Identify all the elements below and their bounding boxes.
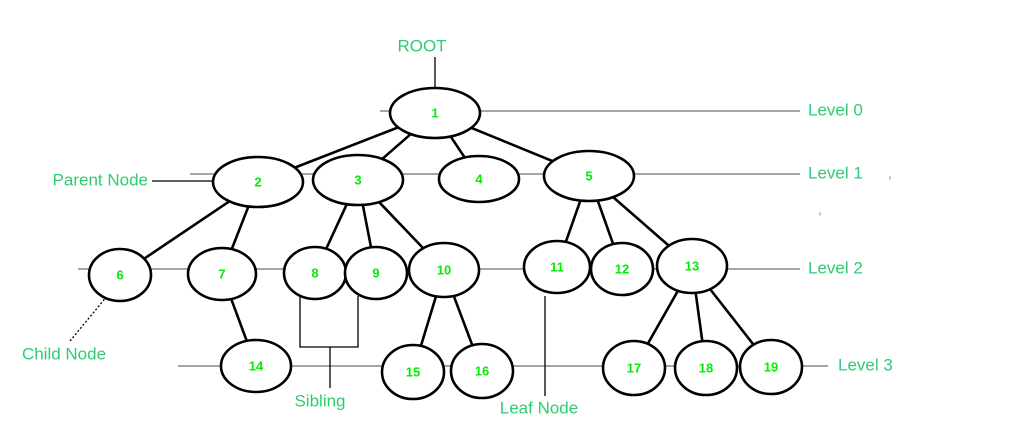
node-ellipse-13	[655, 237, 729, 295]
node-ellipse-10	[407, 241, 481, 299]
node-label-10: 10	[437, 262, 451, 277]
node-label-11: 11	[550, 259, 564, 274]
level-label-level2: Level 2	[808, 258, 863, 277]
tree-edge-n1-n2	[294, 126, 399, 169]
node-label-14: 14	[249, 358, 264, 373]
node-label-13: 13	[685, 258, 699, 273]
tree-edge-n3-n9	[361, 204, 373, 248]
tree-edge-n1-n3	[381, 133, 412, 160]
tree-node-10[interactable]: 10	[407, 241, 481, 299]
node-ellipse-17	[601, 339, 667, 397]
tree-node-18[interactable]: 18	[673, 339, 739, 397]
tree-edge-n3-n8	[325, 203, 348, 250]
tree-node-11[interactable]: 11	[522, 239, 592, 295]
leader-line-child-node	[69, 294, 109, 342]
level-label-level0: Level 0	[808, 100, 863, 119]
node-label-16: 16	[475, 363, 489, 378]
tree-node-4[interactable]: 4	[437, 154, 521, 204]
node-label-6: 6	[116, 267, 123, 282]
tree-edge-group	[143, 126, 755, 347]
tree-edge-n1-n5	[470, 126, 554, 163]
tree-edge-n5-n11	[564, 200, 582, 243]
node-ellipse-19	[738, 338, 804, 396]
tree-edge-n13-n19	[709, 288, 755, 346]
tree-node-19[interactable]: 19	[738, 338, 804, 396]
node-ellipse-2	[211, 155, 305, 209]
tree-node-2[interactable]: 2	[211, 155, 305, 209]
tree-edge-n10-n15	[419, 295, 438, 347]
node-ellipse-7	[186, 246, 258, 302]
tree-edge-n10-n16	[452, 295, 474, 346]
level-label-group: Level 0 Level 1 Level 2 Level 3	[808, 100, 893, 374]
node-ellipse-3	[311, 153, 405, 207]
tree-node-3[interactable]: 3	[311, 153, 405, 207]
tree-edge-n13-n17	[646, 290, 680, 345]
tree-node-6[interactable]: 6	[87, 247, 153, 303]
tree-edge-n5-n13	[612, 196, 670, 247]
node-label-5: 5	[585, 168, 592, 183]
node-label-2: 2	[254, 174, 261, 189]
annotation-label-child-node: Child Node	[22, 344, 106, 363]
tree-node-5[interactable]: 5	[542, 149, 636, 203]
node-label-17: 17	[627, 360, 641, 375]
tree-edge-n7-n14	[230, 298, 248, 342]
annotation-leader-group	[69, 57, 546, 396]
node-ellipse-14	[219, 338, 293, 394]
node-ellipse-15	[380, 343, 446, 401]
level-rule-group	[78, 110, 828, 367]
node-label-9: 9	[372, 265, 379, 280]
level-label-level3: Level 3	[838, 355, 893, 374]
node-ellipse-4	[437, 154, 521, 204]
annotation-label-leaf-node: Leaf Node	[500, 398, 578, 417]
node-ellipse-5	[542, 149, 636, 203]
node-ellipse-18	[673, 339, 739, 397]
tree-node-14[interactable]: 14	[219, 338, 293, 394]
tree-edge-n1-n4	[449, 135, 466, 159]
node-ellipse-1	[388, 86, 482, 140]
tree-node-12[interactable]: 12	[589, 241, 655, 297]
tree-node-17[interactable]: 17	[601, 339, 667, 397]
tree-node-15[interactable]: 15	[380, 343, 446, 401]
bracket-sibling	[299, 296, 359, 348]
node-label-7: 7	[218, 266, 225, 281]
node-ellipse-6	[87, 247, 153, 303]
node-label-12: 12	[615, 261, 629, 276]
stray-mark-comma-2: ,	[818, 201, 822, 217]
node-label-8: 8	[311, 265, 318, 280]
tree-edge-n5-n12	[596, 200, 615, 245]
tree-node-7[interactable]: 7	[186, 246, 258, 302]
tree-node-8[interactable]: 8	[282, 245, 348, 301]
annotation-label-parent-node: Parent Node	[53, 170, 148, 189]
tree-edge-n2-n6	[143, 200, 231, 260]
node-label-3: 3	[354, 172, 361, 187]
tree-edge-n3-n10	[378, 201, 425, 250]
node-label-4: 4	[475, 171, 483, 186]
annotation-label-root: ROOT	[397, 36, 446, 55]
annotation-label-sibling: Sibling	[294, 391, 345, 410]
node-ellipse-12	[589, 241, 655, 297]
tree-edge-n2-n7	[230, 205, 250, 250]
tree-node-1[interactable]: 1	[388, 86, 482, 140]
tree-node-9[interactable]: 9	[343, 245, 409, 301]
node-label-1: 1	[431, 105, 438, 120]
tree-edge-n13-n18	[694, 292, 704, 342]
stray-mark-group: ,,	[818, 165, 892, 217]
node-label-15: 15	[406, 364, 420, 379]
node-label-19: 19	[764, 359, 778, 374]
stray-mark-comma-1: ,	[888, 165, 892, 181]
tree-node-16[interactable]: 16	[449, 342, 515, 400]
node-ellipse-16	[449, 342, 515, 400]
tree-node-13[interactable]: 13	[655, 237, 729, 295]
node-ellipse-9	[343, 245, 409, 301]
node-label-18: 18	[699, 360, 713, 375]
level-label-level1: Level 1	[808, 163, 863, 182]
